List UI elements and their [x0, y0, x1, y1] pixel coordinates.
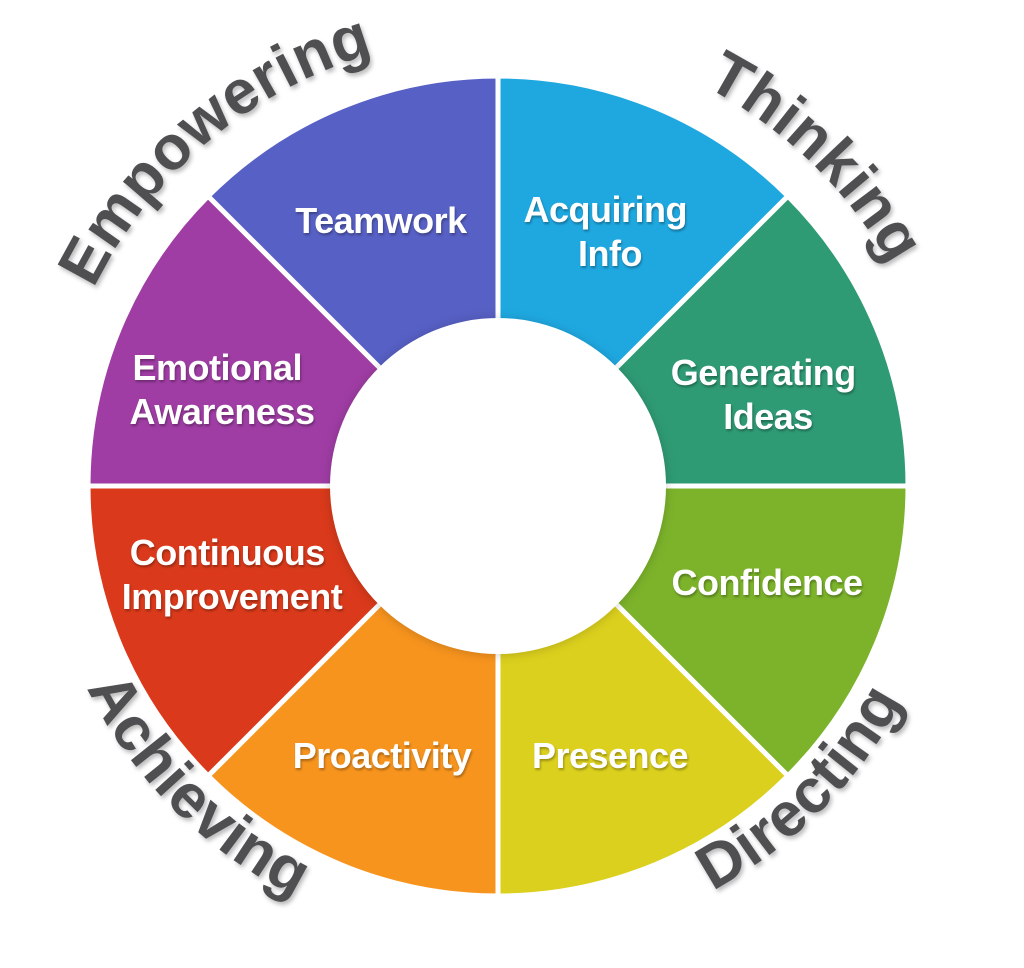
- label-line: Improvement: [122, 576, 343, 617]
- label-line: Info: [578, 233, 642, 274]
- segment-label-confidence: Confidence: [671, 562, 862, 603]
- segment-label-presence: Presence: [532, 735, 688, 776]
- label-line: Confidence: [671, 562, 862, 603]
- label-line: Proactivity: [293, 735, 472, 776]
- label-line: Continuous: [130, 532, 325, 573]
- label-line: Generating: [671, 352, 856, 393]
- label-line: Emotional: [132, 347, 302, 388]
- segment-label-teamwork: Teamwork: [295, 200, 468, 241]
- segment-label-acquiring-info: Acquiring Info: [523, 189, 696, 274]
- label-line: Teamwork: [295, 200, 468, 241]
- segment-label-emotional-awareness: Emotional Awareness: [130, 347, 315, 432]
- center-hole: [330, 318, 666, 654]
- label-line: Ideas: [723, 396, 813, 437]
- segment-labels: Acquiring Info Generating Ideas Confiden…: [122, 189, 866, 776]
- label-line: Acquiring: [523, 189, 687, 230]
- segment-label-generating-ideas: Generating Ideas: [671, 352, 866, 437]
- segment-label-proactivity: Proactivity: [293, 735, 472, 776]
- segment-label-continuous-improvement: Continuous Improvement: [122, 532, 343, 617]
- label-line: Presence: [532, 735, 688, 776]
- label-line: Awareness: [130, 391, 315, 432]
